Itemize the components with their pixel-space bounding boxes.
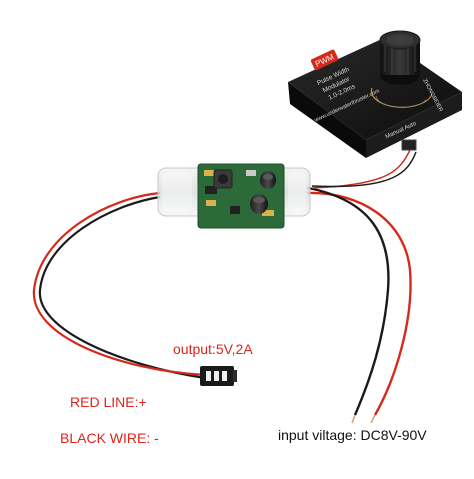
input-voltage-label: input viltage: DC8V-90V xyxy=(278,427,427,443)
output-black-wire xyxy=(38,195,206,380)
control-knob xyxy=(379,30,421,85)
input-black-wire-tip xyxy=(351,414,356,424)
box-wire-black xyxy=(311,151,417,188)
wire-harness xyxy=(32,149,417,424)
output-red-wire xyxy=(32,191,206,377)
box-front-right xyxy=(366,92,462,158)
black-wire-label: BLACK WIRE: - xyxy=(60,430,159,446)
pwm-badge xyxy=(310,49,339,71)
red-line-label: RED LINE:+ xyxy=(70,394,147,410)
mode-switch xyxy=(401,139,417,151)
pwm-module xyxy=(157,163,311,229)
box-wire-red xyxy=(311,149,411,189)
box-front-left xyxy=(288,82,366,158)
dial-scale xyxy=(370,87,433,108)
input-red-wire-tip xyxy=(370,414,376,424)
servo-connector xyxy=(200,366,237,386)
modulator-box: PWM Pulse Width Modulator 1.0-2.0ms www.… xyxy=(288,30,462,158)
output-spec-label: output:5V,2A xyxy=(173,341,253,357)
input-red-wire xyxy=(307,191,412,416)
input-black-wire xyxy=(307,186,390,416)
